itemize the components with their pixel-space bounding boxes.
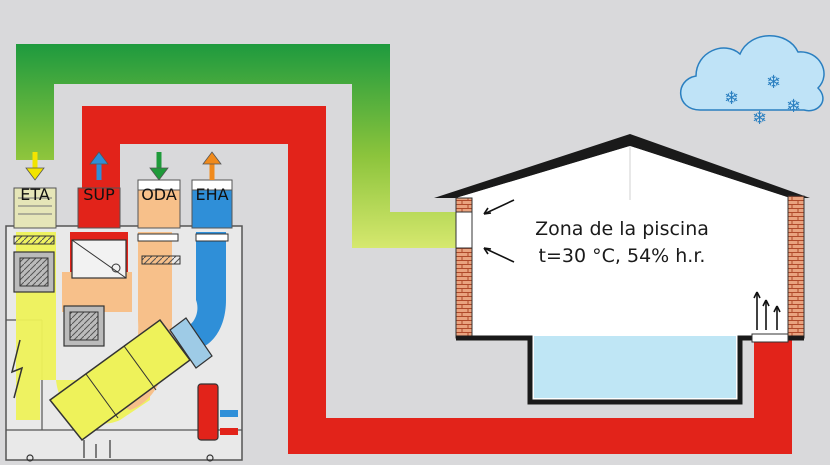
arrow-down-icon xyxy=(25,152,45,181)
pool-hall-building xyxy=(434,134,810,405)
supply-grille xyxy=(751,333,789,343)
return-air-duct xyxy=(16,44,460,248)
port-label-eta: ETA xyxy=(20,185,50,204)
port-label-oda: ODA xyxy=(141,185,177,204)
damper-icon xyxy=(137,233,179,242)
svg-text:❄: ❄ xyxy=(786,96,801,117)
electrical-icon xyxy=(10,339,24,399)
port-sup: SUP xyxy=(77,151,121,229)
damper-icon xyxy=(195,233,229,242)
airflow-arrows xyxy=(483,199,781,330)
cloud-icon: ❄ ❄ ❄ ❄ xyxy=(679,35,825,129)
svg-text:❄: ❄ xyxy=(752,108,767,129)
heater-coil-icon xyxy=(71,239,127,279)
air-handling-unit xyxy=(5,225,243,462)
zone-title: Zona de la piscina xyxy=(535,218,709,240)
svg-text:❄: ❄ xyxy=(766,72,781,93)
fan-icon xyxy=(63,305,105,347)
filter-icon xyxy=(141,255,181,265)
heat-exchanger-icon xyxy=(48,317,213,442)
right-wall xyxy=(787,195,805,339)
boiler-tank-icon xyxy=(197,383,238,441)
svg-text:❄: ❄ xyxy=(724,88,739,109)
pool-water xyxy=(534,336,736,398)
exhaust-air-path xyxy=(180,232,226,350)
arrow-up-icon xyxy=(202,151,222,180)
port-eha: EHA xyxy=(191,151,233,229)
drain-icon xyxy=(26,440,214,462)
return-grille xyxy=(455,211,473,249)
port-eta: ETA xyxy=(13,152,57,229)
zone-conditions: t=30 °C, 54% h.r. xyxy=(539,245,706,267)
snowflake-icon: ❄ ❄ ❄ ❄ xyxy=(724,72,801,129)
fan-icon xyxy=(13,251,55,293)
arrow-up-icon xyxy=(89,151,109,180)
port-oda: ODA xyxy=(137,152,181,229)
port-label-sup: SUP xyxy=(83,185,115,204)
port-label-eha: EHA xyxy=(195,185,228,204)
filter-icon xyxy=(13,235,55,245)
arrow-down-icon xyxy=(149,152,169,181)
